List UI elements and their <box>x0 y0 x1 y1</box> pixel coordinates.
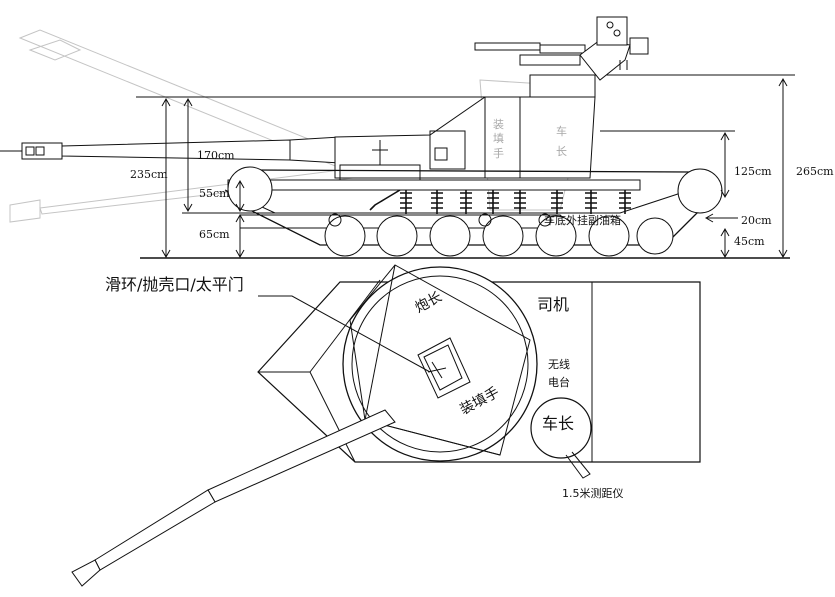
dim-gun-height: 170cm <box>197 149 235 162</box>
label-driver: 司机 <box>537 295 570 314</box>
top-view <box>71 264 701 587</box>
dim-road-wheel: 20cm <box>741 214 772 227</box>
label-hatch-callout: 滑环/抛壳口/太平门 <box>105 275 244 294</box>
dim-ground-clearance: 45cm <box>734 235 765 248</box>
side-dimension-arrows <box>161 77 788 259</box>
dim-hull-height: 65cm <box>199 228 230 241</box>
label-ghost-loader: 装填手 <box>493 118 504 160</box>
side-cupola-mg <box>474 16 649 98</box>
side-view <box>0 16 795 259</box>
label-underbelly-box: 车底外挂副油箱 <box>544 214 621 227</box>
dim-turret-ring: 125cm <box>734 165 772 178</box>
dim-total-height: 235cm <box>130 168 168 181</box>
label-ghost-commander: 车长 <box>556 125 567 158</box>
side-springs <box>369 189 631 214</box>
label-radio: 无线 电台 <box>548 358 570 389</box>
top-gun <box>71 409 396 587</box>
callout-leader <box>258 295 431 373</box>
top-sight-box <box>417 337 471 399</box>
dim-mg-height: 265cm <box>796 165 834 178</box>
label-rangefinder: 1.5米测距仪 <box>562 487 624 500</box>
side-gun <box>0 136 341 164</box>
side-track <box>227 166 723 257</box>
label-commander: 车长 <box>542 414 575 433</box>
top-commander-cupola <box>530 397 592 479</box>
dim-track-top: 55cm <box>199 187 230 200</box>
